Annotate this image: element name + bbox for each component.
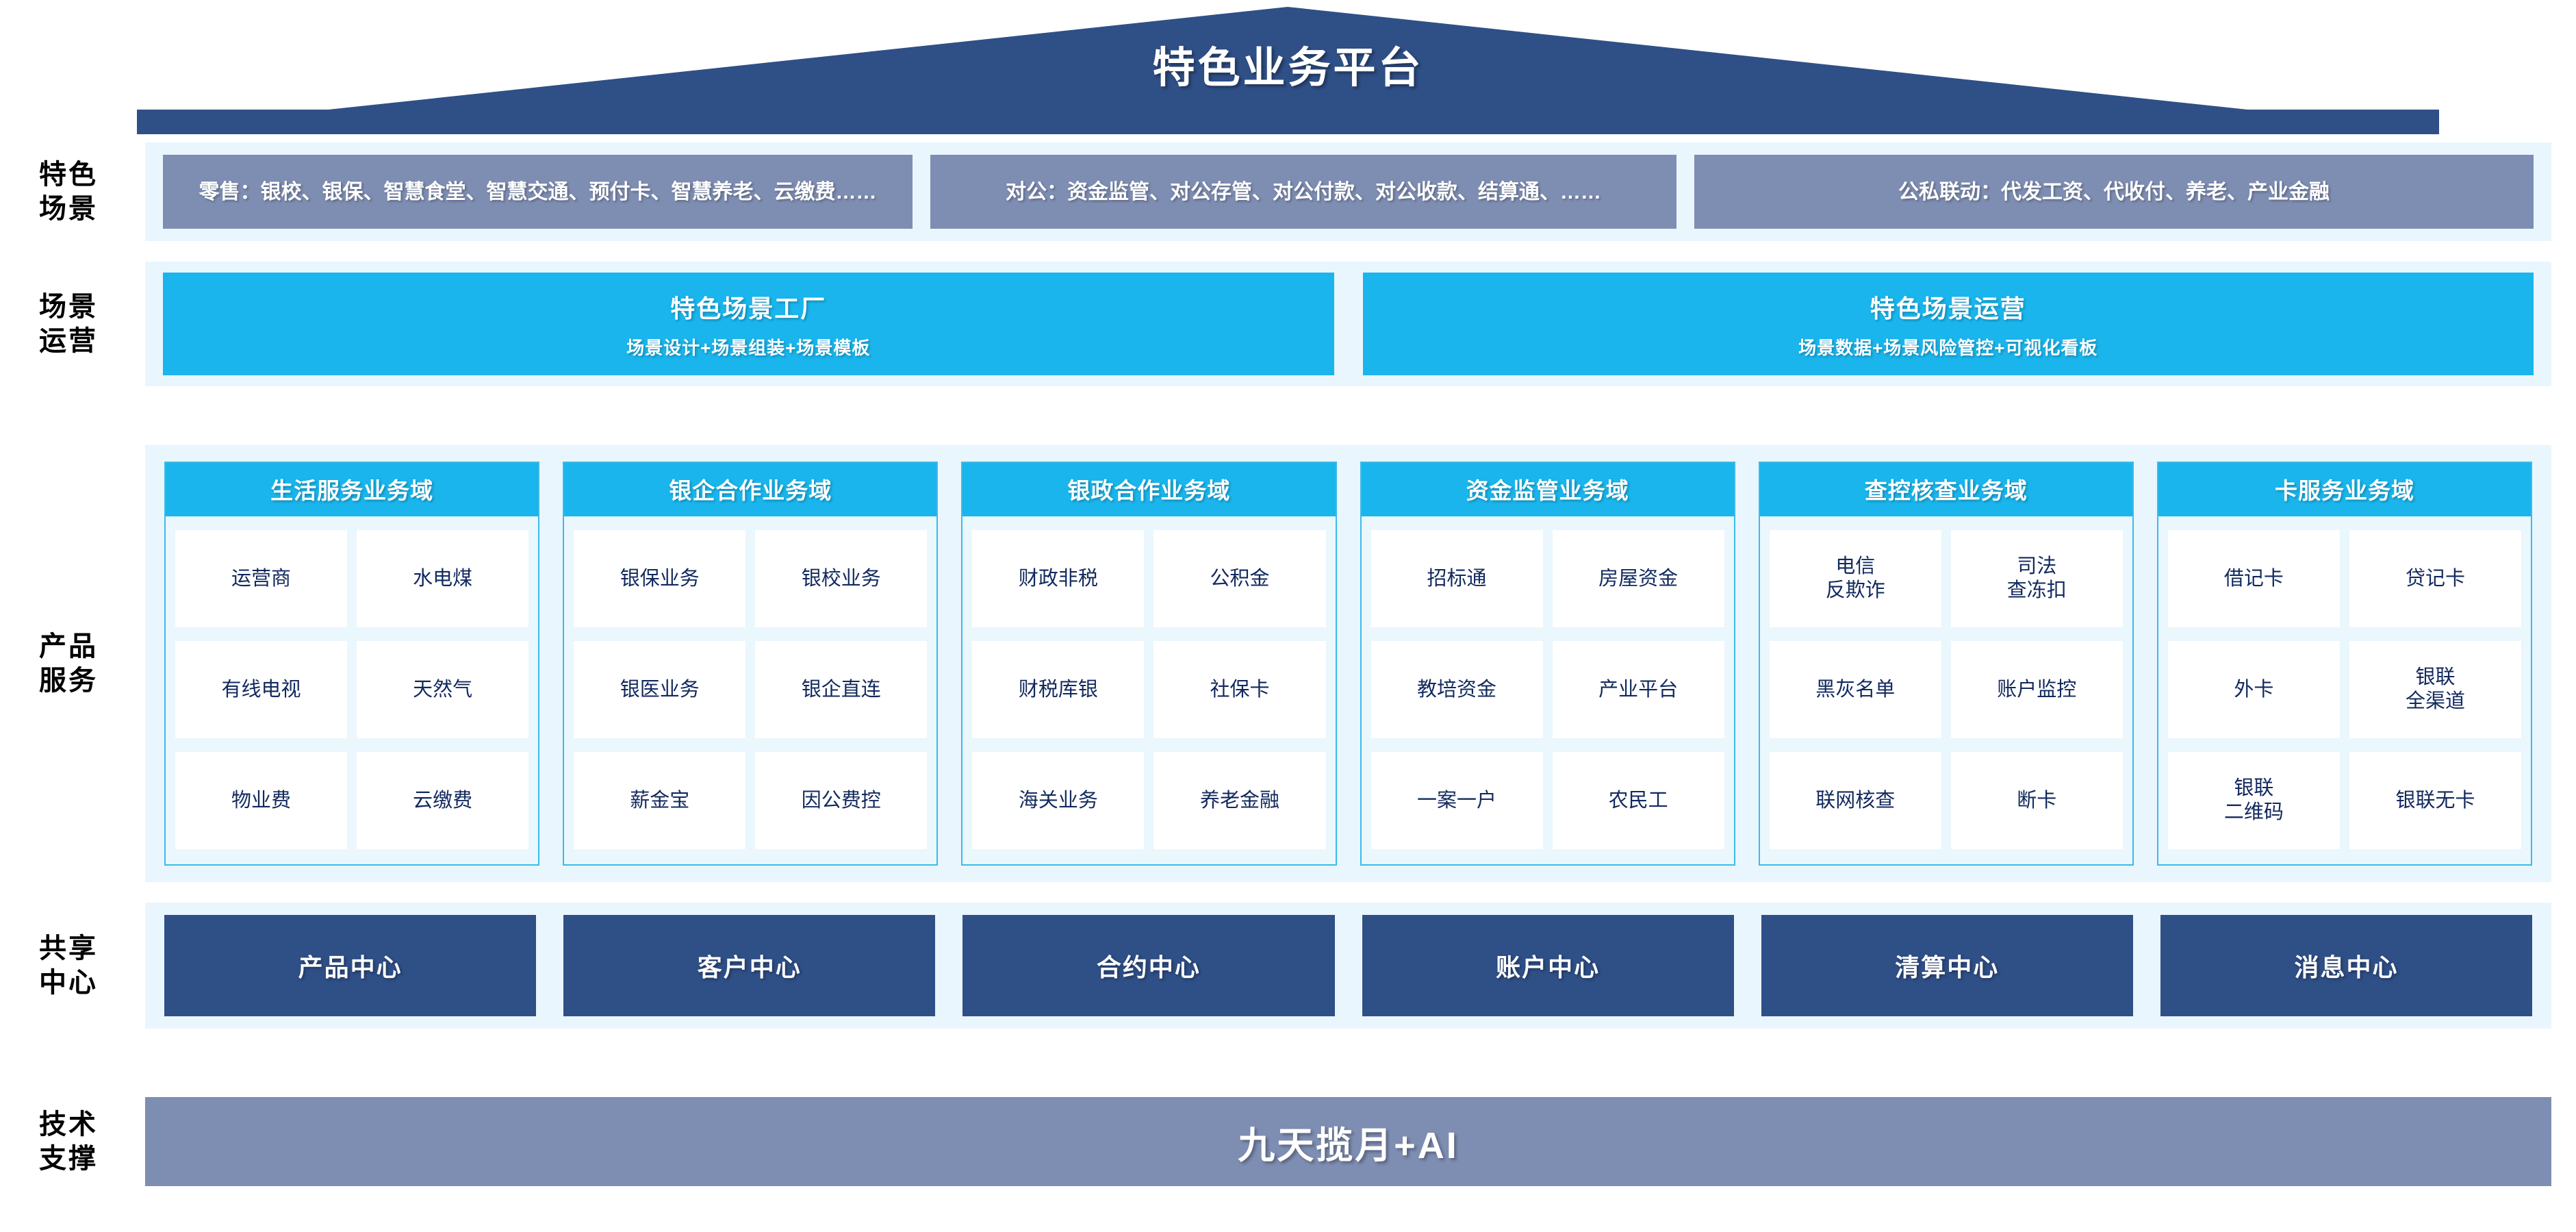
domain-cell-grid: 电信 反欺诈 司法 查冻扣 黑灰名单 账户监控 联网核查 断卡 bbox=[1760, 516, 2132, 864]
tech-support-box[interactable]: 九天揽月+AI bbox=[145, 1097, 2551, 1186]
scene-box-list: 零售：银校、银保、智慧食堂、智慧交通、预付卡、智慧养老、云缴费…… 对公：资金监… bbox=[163, 155, 2534, 229]
domain-cell[interactable]: 天然气 bbox=[357, 641, 529, 738]
domain-cell[interactable]: 农民工 bbox=[1552, 752, 1724, 849]
domain-cell[interactable]: 司法 查冻扣 bbox=[1950, 530, 2123, 627]
row-label-operations-line1: 场景 bbox=[39, 292, 98, 322]
domain-column-list: 生活服务业务域 运营商 水电煤 有线电视 天然气 物业费 云缴费 银企合作业务域… bbox=[164, 462, 2533, 866]
domain-cell-grid: 财政非税 公积金 财税库银 社保卡 海关业务 养老金融 bbox=[962, 516, 1335, 864]
domain-cell[interactable]: 教培资金 bbox=[1370, 641, 1543, 738]
operations-box-scene-factory-title: 特色场景工厂 bbox=[670, 294, 827, 323]
domain-cell-grid: 银保业务 银校业务 银医业务 银企直连 薪金宝 因公费控 bbox=[564, 516, 936, 864]
domain-cell[interactable]: 财政非税 bbox=[972, 530, 1145, 627]
row-label-scene-line1: 特色 bbox=[39, 160, 98, 190]
operations-box-scene-operation-subtitle: 场景数据+场景风险管控+可视化看板 bbox=[1798, 337, 2098, 358]
row-label-operations-line2: 运营 bbox=[39, 326, 98, 356]
row-label-scene: 特色 场景 bbox=[0, 142, 137, 241]
domain-cell[interactable]: 房屋资金 bbox=[1552, 530, 1724, 627]
shared-center-product[interactable]: 产品中心 bbox=[164, 915, 537, 1016]
domain-cell[interactable]: 银联无卡 bbox=[2349, 752, 2522, 849]
domain-cell[interactable]: 账户监控 bbox=[1950, 641, 2123, 738]
domain-cell[interactable]: 联网核查 bbox=[1769, 752, 1941, 849]
row-label-shared-centers: 共享 中心 bbox=[0, 903, 137, 1029]
scene-band: 零售：银校、银保、智慧食堂、智慧交通、预付卡、智慧养老、云缴费…… 对公：资金监… bbox=[145, 142, 2551, 241]
domain-title-investigation-control: 查控核查业务域 bbox=[1759, 463, 2132, 516]
scene-box-retail[interactable]: 零售：银校、银保、智慧食堂、智慧交通、预付卡、智慧养老、云缴费…… bbox=[163, 155, 913, 229]
domain-cell[interactable]: 有线电视 bbox=[175, 641, 348, 738]
domain-cell-grid: 借记卡 贷记卡 外卡 银联 全渠道 银联 二维码 银联无卡 bbox=[2158, 516, 2531, 864]
shared-center-contract[interactable]: 合约中心 bbox=[962, 915, 1335, 1016]
scene-box-linkage[interactable]: 公私联动：代发工资、代收付、养老、产业金融 bbox=[1694, 155, 2534, 229]
domain-cell[interactable]: 借记卡 bbox=[2167, 530, 2340, 627]
domain-cell[interactable]: 财税库银 bbox=[972, 641, 1145, 738]
domain-cell-grid: 运营商 水电煤 有线电视 天然气 物业费 云缴费 bbox=[166, 516, 538, 864]
row-label-shared-centers-line1: 共享 bbox=[39, 933, 98, 964]
row-label-products-line1: 产品 bbox=[39, 631, 98, 662]
domain-cell[interactable]: 公积金 bbox=[1153, 530, 1326, 627]
shared-center-message[interactable]: 消息中心 bbox=[2160, 915, 2533, 1016]
domain-cell[interactable]: 银联 二维码 bbox=[2167, 752, 2340, 849]
row-label-scene-line2: 场景 bbox=[39, 194, 98, 224]
row-label-products: 产品 服务 bbox=[0, 445, 137, 882]
row-label-tech-support: 技术 支撑 bbox=[0, 1097, 137, 1186]
shared-center-account[interactable]: 账户中心 bbox=[1362, 915, 1734, 1016]
domain-cell[interactable]: 银医业务 bbox=[574, 641, 746, 738]
domain-cell[interactable]: 电信 反欺诈 bbox=[1769, 530, 1941, 627]
domain-title-card-service: 卡服务业务域 bbox=[2158, 463, 2532, 516]
operations-box-list: 特色场景工厂 场景设计+场景组装+场景模板 特色场景运营 场景数据+场景风险管控… bbox=[163, 273, 2534, 375]
row-label-shared-centers-line2: 中心 bbox=[39, 968, 98, 998]
operations-box-scene-operation-title: 特色场景运营 bbox=[1870, 294, 2026, 323]
domain-column-fund-supervision[interactable]: 资金监管业务域 招标通 房屋资金 教培资金 产业平台 一案一户 农民工 bbox=[1360, 462, 1735, 866]
domain-cell[interactable]: 云缴费 bbox=[357, 752, 529, 849]
domain-cell[interactable]: 外卡 bbox=[2167, 641, 2340, 738]
domain-title-life-service: 生活服务业务域 bbox=[166, 463, 539, 516]
operations-band: 特色场景工厂 场景设计+场景组装+场景模板 特色场景运营 场景数据+场景风险管控… bbox=[145, 262, 2551, 386]
domain-title-bank-government: 银政合作业务域 bbox=[962, 463, 1336, 516]
domain-cell[interactable]: 因公费控 bbox=[755, 752, 928, 849]
domain-cell[interactable]: 断卡 bbox=[1950, 752, 2123, 849]
domain-cell[interactable]: 运营商 bbox=[175, 530, 348, 627]
domain-column-bank-enterprise[interactable]: 银企合作业务域 银保业务 银校业务 银医业务 银企直连 薪金宝 因公费控 bbox=[563, 462, 939, 866]
domain-cell[interactable]: 物业费 bbox=[175, 752, 348, 849]
operations-box-scene-operation[interactable]: 特色场景运营 场景数据+场景风险管控+可视化看板 bbox=[1362, 273, 2534, 375]
domain-cell[interactable]: 养老金融 bbox=[1153, 752, 1326, 849]
domain-cell[interactable]: 一案一户 bbox=[1370, 752, 1543, 849]
products-band: 生活服务业务域 运营商 水电煤 有线电视 天然气 物业费 云缴费 银企合作业务域… bbox=[145, 445, 2551, 882]
operations-box-scene-factory[interactable]: 特色场景工厂 场景设计+场景组装+场景模板 bbox=[163, 273, 1334, 375]
domain-cell[interactable]: 水电煤 bbox=[357, 530, 529, 627]
domain-cell[interactable]: 银企直连 bbox=[755, 641, 928, 738]
domain-cell-grid: 招标通 房屋资金 教培资金 产业平台 一案一户 农民工 bbox=[1362, 516, 1734, 864]
page-title: 特色业务平台 bbox=[1152, 45, 1424, 92]
operations-box-scene-factory-subtitle: 场景设计+场景组装+场景模板 bbox=[626, 337, 871, 358]
domain-column-card-service[interactable]: 卡服务业务域 借记卡 贷记卡 外卡 银联 全渠道 银联 二维码 银联无卡 bbox=[2156, 462, 2533, 866]
domain-cell[interactable]: 黑灰名单 bbox=[1769, 641, 1941, 738]
domain-cell[interactable]: 贷记卡 bbox=[2349, 530, 2522, 627]
domain-cell[interactable]: 银联 全渠道 bbox=[2349, 641, 2522, 738]
domain-column-bank-government[interactable]: 银政合作业务域 财政非税 公积金 财税库银 社保卡 海关业务 养老金融 bbox=[961, 462, 1337, 866]
domain-cell[interactable]: 银保业务 bbox=[574, 530, 746, 627]
shared-center-list: 产品中心 客户中心 合约中心 账户中心 清算中心 消息中心 bbox=[164, 915, 2533, 1016]
domain-cell[interactable]: 银校业务 bbox=[755, 530, 928, 627]
domain-column-life-service[interactable]: 生活服务业务域 运营商 水电煤 有线电视 天然气 物业费 云缴费 bbox=[164, 462, 540, 866]
domain-cell[interactable]: 产业平台 bbox=[1552, 641, 1724, 738]
domain-column-investigation-control[interactable]: 查控核查业务域 电信 反欺诈 司法 查冻扣 黑灰名单 账户监控 联网核查 断卡 bbox=[1758, 462, 2134, 866]
domain-cell[interactable]: 海关业务 bbox=[972, 752, 1145, 849]
domain-cell[interactable]: 社保卡 bbox=[1153, 641, 1326, 738]
row-label-operations: 场景 运营 bbox=[0, 262, 137, 386]
domain-cell[interactable]: 招标通 bbox=[1370, 530, 1543, 627]
row-label-tech-support-line1: 技术 bbox=[39, 1109, 98, 1140]
domain-title-fund-supervision: 资金监管业务域 bbox=[1361, 463, 1734, 516]
domain-title-bank-enterprise: 银企合作业务域 bbox=[564, 463, 937, 516]
shared-centers-band: 产品中心 客户中心 合约中心 账户中心 清算中心 消息中心 bbox=[145, 903, 2551, 1029]
roof-shape bbox=[137, 7, 2439, 134]
row-label-products-line2: 服务 bbox=[39, 666, 98, 696]
platform-roof: 特色业务平台 bbox=[0, 0, 2576, 134]
scene-box-corporate[interactable]: 对公：资金监管、对公存管、对公付款、对公收款、结算通、…… bbox=[930, 155, 1676, 229]
tech-support-band: 九天揽月+AI bbox=[145, 1097, 2551, 1186]
shared-center-customer[interactable]: 客户中心 bbox=[563, 915, 936, 1016]
row-label-tech-support-line2: 支撑 bbox=[39, 1144, 98, 1174]
domain-cell[interactable]: 薪金宝 bbox=[574, 752, 746, 849]
shared-center-clearing[interactable]: 清算中心 bbox=[1761, 915, 2133, 1016]
